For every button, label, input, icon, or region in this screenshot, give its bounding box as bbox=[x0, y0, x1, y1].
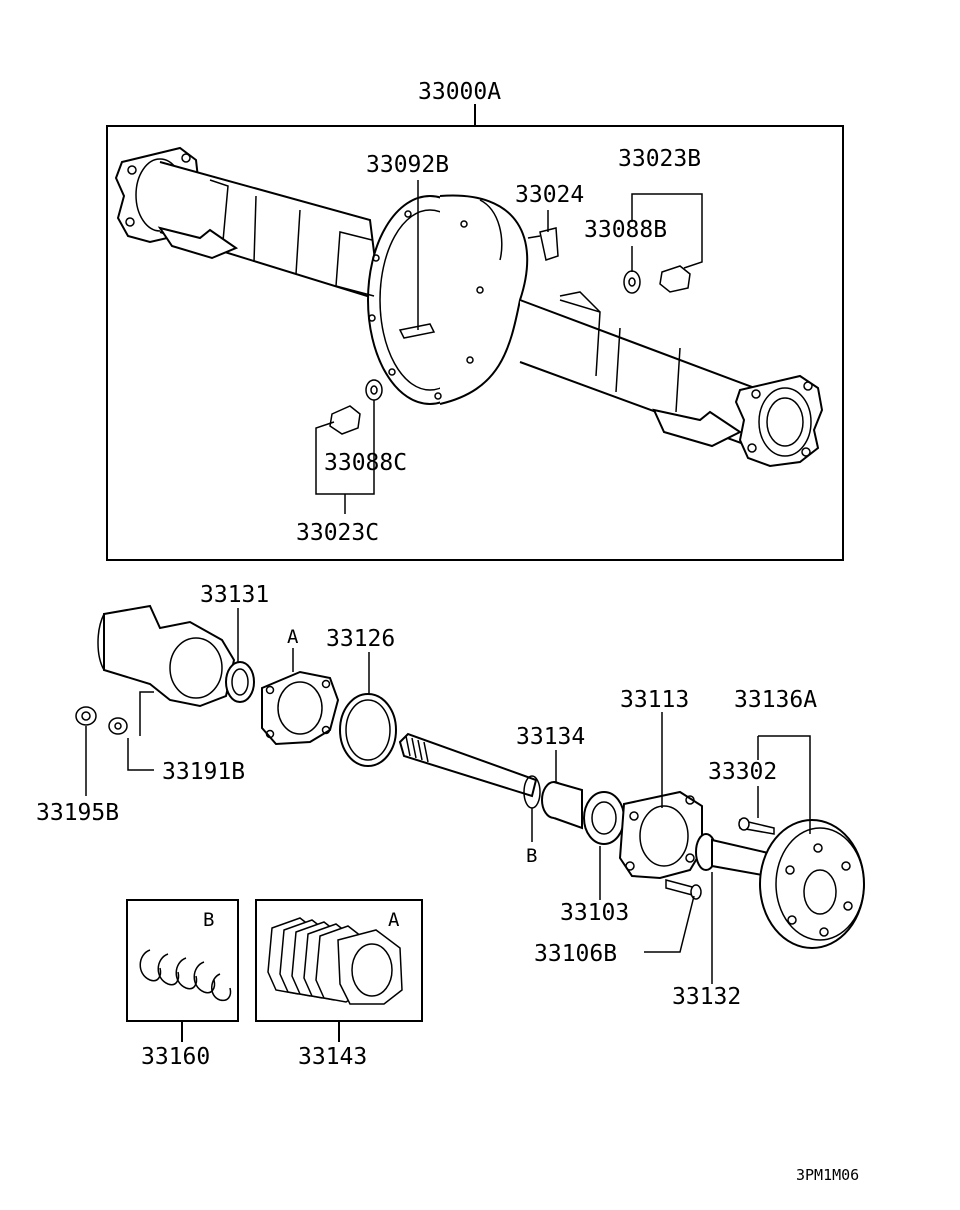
label-33302: 33302 bbox=[708, 759, 777, 785]
marker-b-side: B bbox=[526, 845, 537, 867]
label-33160: 33160 bbox=[141, 1044, 210, 1070]
label-33088B: 33088B bbox=[584, 217, 667, 243]
snap-ring-kit-box bbox=[126, 899, 239, 1042]
marker-a-top: A bbox=[287, 626, 299, 648]
label-33131: 33131 bbox=[200, 582, 269, 608]
part-labels: 33000A 33092B 33024 33023B 33088B 33088C… bbox=[36, 79, 859, 1184]
label-33191B: 33191B bbox=[162, 759, 245, 785]
label-33092B: 33092B bbox=[366, 152, 449, 178]
axle-housing-box bbox=[106, 104, 844, 561]
label-33126: 33126 bbox=[326, 626, 395, 652]
shaft-assembly-drawing bbox=[75, 604, 865, 949]
label-33106B: 33106B bbox=[534, 941, 617, 967]
label-33136A: 33136A bbox=[734, 687, 817, 713]
leader-lines-top bbox=[315, 180, 703, 514]
label-33023B: 33023B bbox=[618, 146, 701, 172]
label-33134: 33134 bbox=[516, 724, 585, 750]
label-33143: 33143 bbox=[298, 1044, 367, 1070]
marker-b-kit: B bbox=[203, 909, 214, 931]
label-33103: 33103 bbox=[560, 900, 629, 926]
marker-a-kit: A bbox=[388, 909, 400, 931]
axle-housing-drawing bbox=[114, 146, 824, 468]
label-33195B: 33195B bbox=[36, 800, 119, 826]
label-33088C: 33088C bbox=[324, 450, 407, 476]
label-33024: 33024 bbox=[515, 182, 584, 208]
label-33023C: 33023C bbox=[296, 520, 379, 546]
label-33000A: 33000A bbox=[418, 79, 501, 105]
label-33113: 33113 bbox=[620, 687, 689, 713]
shim-kit-box bbox=[255, 899, 423, 1042]
footer-code: 3PM1M06 bbox=[796, 1166, 859, 1184]
label-33132: 33132 bbox=[672, 984, 741, 1010]
leader-lines-middle bbox=[85, 608, 811, 984]
